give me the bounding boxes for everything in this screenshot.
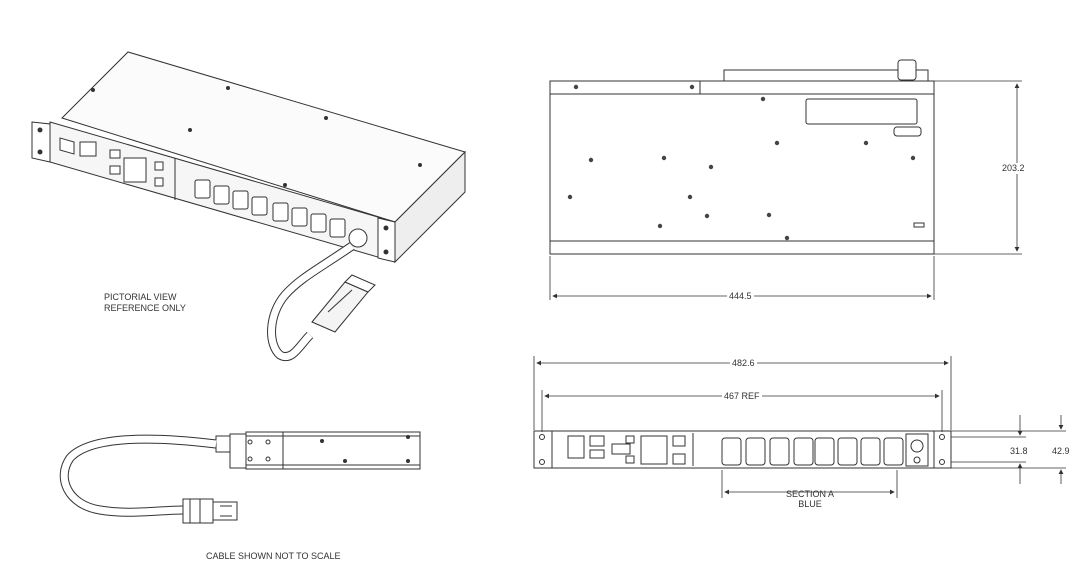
front-view [533, 430, 952, 469]
section-color-label: BLUE [798, 499, 822, 509]
mount-width-dimension: 467 REF [722, 391, 762, 402]
front-view-dimensions [533, 356, 1066, 498]
pictorial-note-line1: PICTORIAL VIEW [104, 292, 177, 302]
cable-note: CABLE SHOWN NOT TO SCALE [206, 551, 341, 561]
overall-width-dimension: 482.6 [730, 358, 757, 369]
outer-height-dimension: 42.9 [1050, 446, 1072, 457]
section-label: SECTION A [785, 489, 834, 499]
front-view-outlets [721, 437, 904, 466]
pictorial-view [31, 51, 466, 362]
width-dimension: 444.5 [727, 291, 754, 302]
side-view [59, 431, 421, 524]
top-view [549, 59, 935, 255]
pictorial-note-line2: REFERENCE ONLY [104, 303, 186, 313]
inner-height-dimension: 31.8 [1008, 446, 1030, 457]
pictorial-outlets [194, 179, 346, 238]
depth-dimension: 203.2 [1000, 163, 1027, 174]
